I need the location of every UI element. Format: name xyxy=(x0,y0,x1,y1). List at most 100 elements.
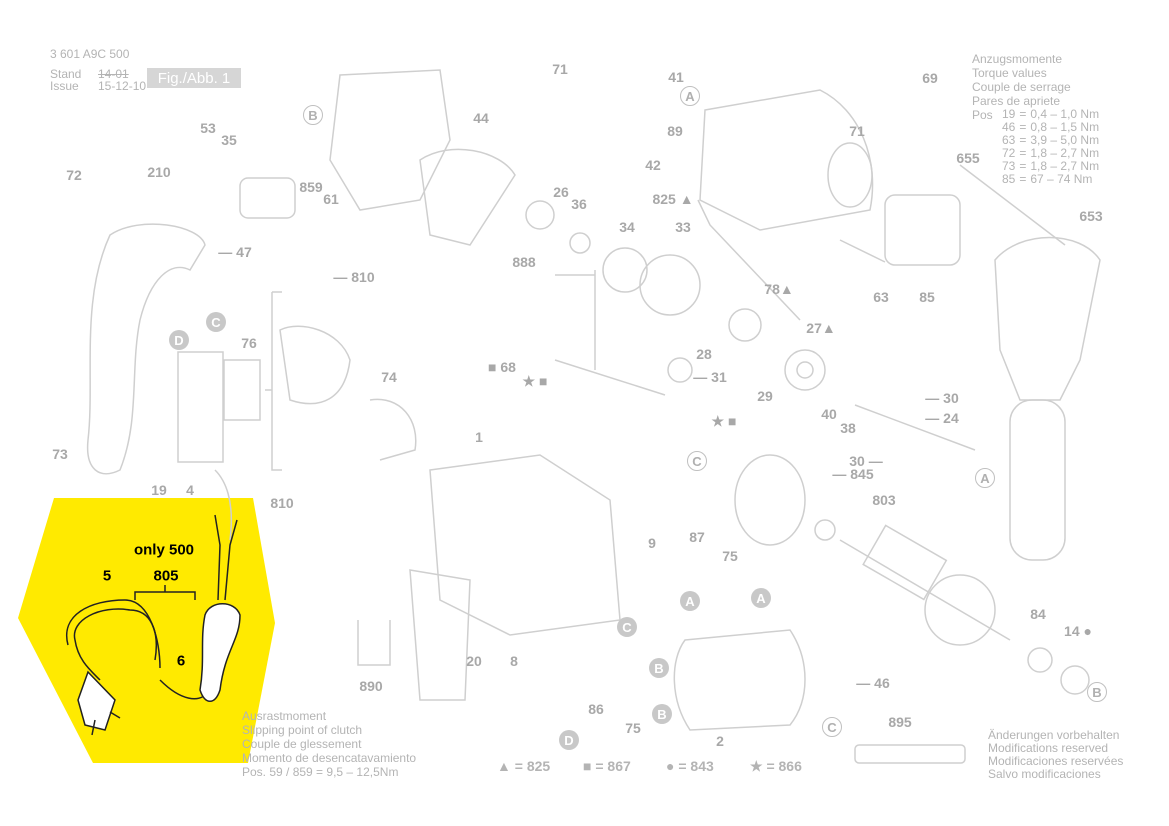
part-label: 8 xyxy=(510,653,518,669)
part-label: 85 xyxy=(919,289,935,305)
part-label: 84 xyxy=(1030,606,1046,622)
issue-label: Issue xyxy=(50,79,79,93)
part-label: 33 xyxy=(675,219,691,235)
part-label: 2 xyxy=(716,733,724,749)
table-row: 85=67 – 74 Nm xyxy=(1002,173,1103,186)
part-label: 5 xyxy=(102,567,112,585)
part-label: 20 xyxy=(466,653,482,669)
only-500-note: only 500 xyxy=(133,541,195,559)
part-label: 89 xyxy=(667,123,683,139)
part-label: 69 xyxy=(922,70,938,86)
legend-item: ● = 843 xyxy=(666,759,714,773)
square-icon: ■ xyxy=(583,758,592,774)
torque-pos-label: Pos xyxy=(972,108,993,122)
old-date: 14-01 xyxy=(98,67,129,81)
part-label: 71 xyxy=(552,61,568,77)
reserved-es: Salvo modificaciones xyxy=(988,767,1101,781)
part-label: 895 xyxy=(888,714,912,730)
torque-value: 3,9 – 5,0 Nm xyxy=(1030,133,1100,147)
torque-pos: 73 xyxy=(1002,159,1016,173)
clutch-de: Ausrastmoment xyxy=(242,709,327,723)
part-label: 86 xyxy=(588,701,604,717)
callout-marker: C xyxy=(822,717,842,737)
part-label: 810 xyxy=(270,495,294,511)
stand-label: Stand xyxy=(50,67,82,81)
part-label: 9 xyxy=(648,535,656,551)
torque-title-en: Torque values xyxy=(972,66,1047,80)
callout-marker: B xyxy=(652,704,672,724)
part-label: 53 xyxy=(200,120,216,136)
part-label: 36 xyxy=(571,196,587,212)
callout-marker: D xyxy=(169,330,189,350)
circle-icon: ● xyxy=(666,758,675,774)
part-label: 859 xyxy=(299,179,323,195)
part-label: 41 xyxy=(668,69,684,85)
part-label: 14 ● xyxy=(1064,623,1092,639)
star-icon: ★ xyxy=(750,758,763,774)
part-label: 75 xyxy=(722,548,738,564)
callout-marker: A xyxy=(751,588,771,608)
part-label: 803 xyxy=(872,492,896,508)
part-label: 38 xyxy=(840,420,856,436)
part-label: 28 xyxy=(696,346,712,362)
part-label: 825 ▲ xyxy=(652,191,694,207)
clutch-pos: Pos. 59 / 859 = 9,5 – 12,5Nm xyxy=(242,765,399,779)
part-label: 71 xyxy=(849,123,865,139)
part-label: 888 xyxy=(512,254,536,270)
part-label: — 845 xyxy=(832,466,874,482)
legend-text: = 843 xyxy=(678,758,714,774)
part-label: 29 xyxy=(757,388,773,404)
part-label: 44 xyxy=(473,110,489,126)
part-number: 3 601 A9C 500 xyxy=(50,47,130,61)
part-label: 87 xyxy=(689,529,705,545)
torque-title-de: Anzugsmomente xyxy=(972,52,1063,66)
part-label: 34 xyxy=(619,219,635,235)
figure-label: Fig./Abb. 1 xyxy=(147,68,241,88)
torque-pos: 72 xyxy=(1002,146,1016,160)
part-label: 74 xyxy=(381,369,397,385)
part-label: 26 xyxy=(553,184,569,200)
part-label: 73 xyxy=(52,446,68,462)
part-label: ★ ■ xyxy=(522,373,548,389)
torque-eq: = xyxy=(1019,120,1027,134)
part-label: 30 — xyxy=(849,453,883,469)
power-cord-drawing xyxy=(65,514,241,736)
part-outlines xyxy=(86,69,1101,764)
part-label: — 46 xyxy=(856,675,890,691)
part-label: 653 xyxy=(1079,208,1103,224)
part-label: 78▲ xyxy=(764,281,794,297)
callout-marker: D xyxy=(559,730,579,750)
reserved-en: Modifications reserved xyxy=(988,741,1109,755)
part-label: — 47 xyxy=(218,244,252,260)
table-row: 72=1,8 – 2,7 Nm xyxy=(1002,147,1103,160)
reserved-de: Änderungen vorbehalten xyxy=(988,728,1120,742)
torque-value: 67 – 74 Nm xyxy=(1030,172,1093,186)
legend-item: ▲ = 825 xyxy=(497,759,550,773)
part-label: 61 xyxy=(323,191,339,207)
table-row: 73=1,8 – 2,7 Nm xyxy=(1002,160,1103,173)
torque-value: 1,8 – 2,7 Nm xyxy=(1030,159,1100,173)
part-label: 27▲ xyxy=(806,320,836,336)
clutch-es: Momento de desencatavamiento xyxy=(242,751,417,765)
part-label: 4 xyxy=(186,482,194,498)
part-label: — 31 xyxy=(693,369,727,385)
reserved-fr: Modificaciones reservées xyxy=(988,754,1124,768)
part-label: 19 xyxy=(151,482,167,498)
part-label: 75 xyxy=(625,720,641,736)
part-label: 6 xyxy=(176,652,186,670)
callout-marker: B xyxy=(649,658,669,678)
legend-text: = 825 xyxy=(514,758,551,774)
legend-item: ★ = 866 xyxy=(750,759,802,773)
part-label: 1 xyxy=(475,429,483,445)
torque-title-es: Pares de apriete xyxy=(972,94,1061,108)
part-label: 890 xyxy=(359,678,383,694)
part-label: — 810 xyxy=(333,269,375,285)
legend-item: ■ = 867 xyxy=(583,759,631,773)
callout-marker: B xyxy=(303,105,323,125)
table-row: 46=0,8 – 1,5 Nm xyxy=(1002,121,1103,134)
torque-pos: 63 xyxy=(1002,133,1016,147)
torque-table: 19=0,4 – 1,0 Nm 46=0,8 – 1,5 Nm 63=3,9 –… xyxy=(1002,108,1103,186)
clutch-fr: Couple de glessement xyxy=(242,737,362,751)
torque-value: 0,4 – 1,0 Nm xyxy=(1030,107,1100,121)
